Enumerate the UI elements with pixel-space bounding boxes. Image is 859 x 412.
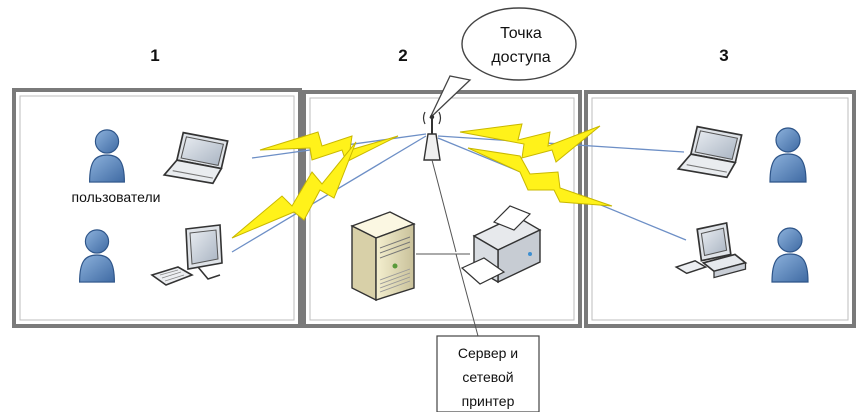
lan-cables <box>416 159 479 337</box>
server-icon <box>350 211 416 302</box>
lightning-bolt-upper-right <box>459 123 601 163</box>
server-printer-label-line3: принтер <box>462 393 515 409</box>
room-number-3: 3 <box>719 46 728 65</box>
access-point-label-line2: доступа <box>491 49 550 66</box>
room-1 <box>12 88 302 328</box>
access-point-callout: Точка доступа <box>429 7 577 119</box>
lightning-bolt-lower-left <box>231 141 357 239</box>
room-number-1: 1 <box>150 46 159 65</box>
lightning-bolts <box>231 123 613 239</box>
lightning-bolt-lower-right <box>467 147 613 207</box>
access-point-icon <box>422 111 442 161</box>
users-label: пользователи <box>72 189 161 205</box>
printer-icon <box>460 205 542 285</box>
lightning-bolt-upper-left <box>259 131 399 163</box>
room-3 <box>584 90 856 328</box>
server-printer-label-line1: Сервер и <box>458 345 518 361</box>
access-point-label-line1: Точка <box>500 25 542 42</box>
server-printer-label-line2: сетевой <box>462 369 513 385</box>
server-printer-callout: Сервер и сетевой принтер <box>436 335 540 412</box>
room-number-2: 2 <box>398 46 407 65</box>
room-2 <box>302 90 582 328</box>
